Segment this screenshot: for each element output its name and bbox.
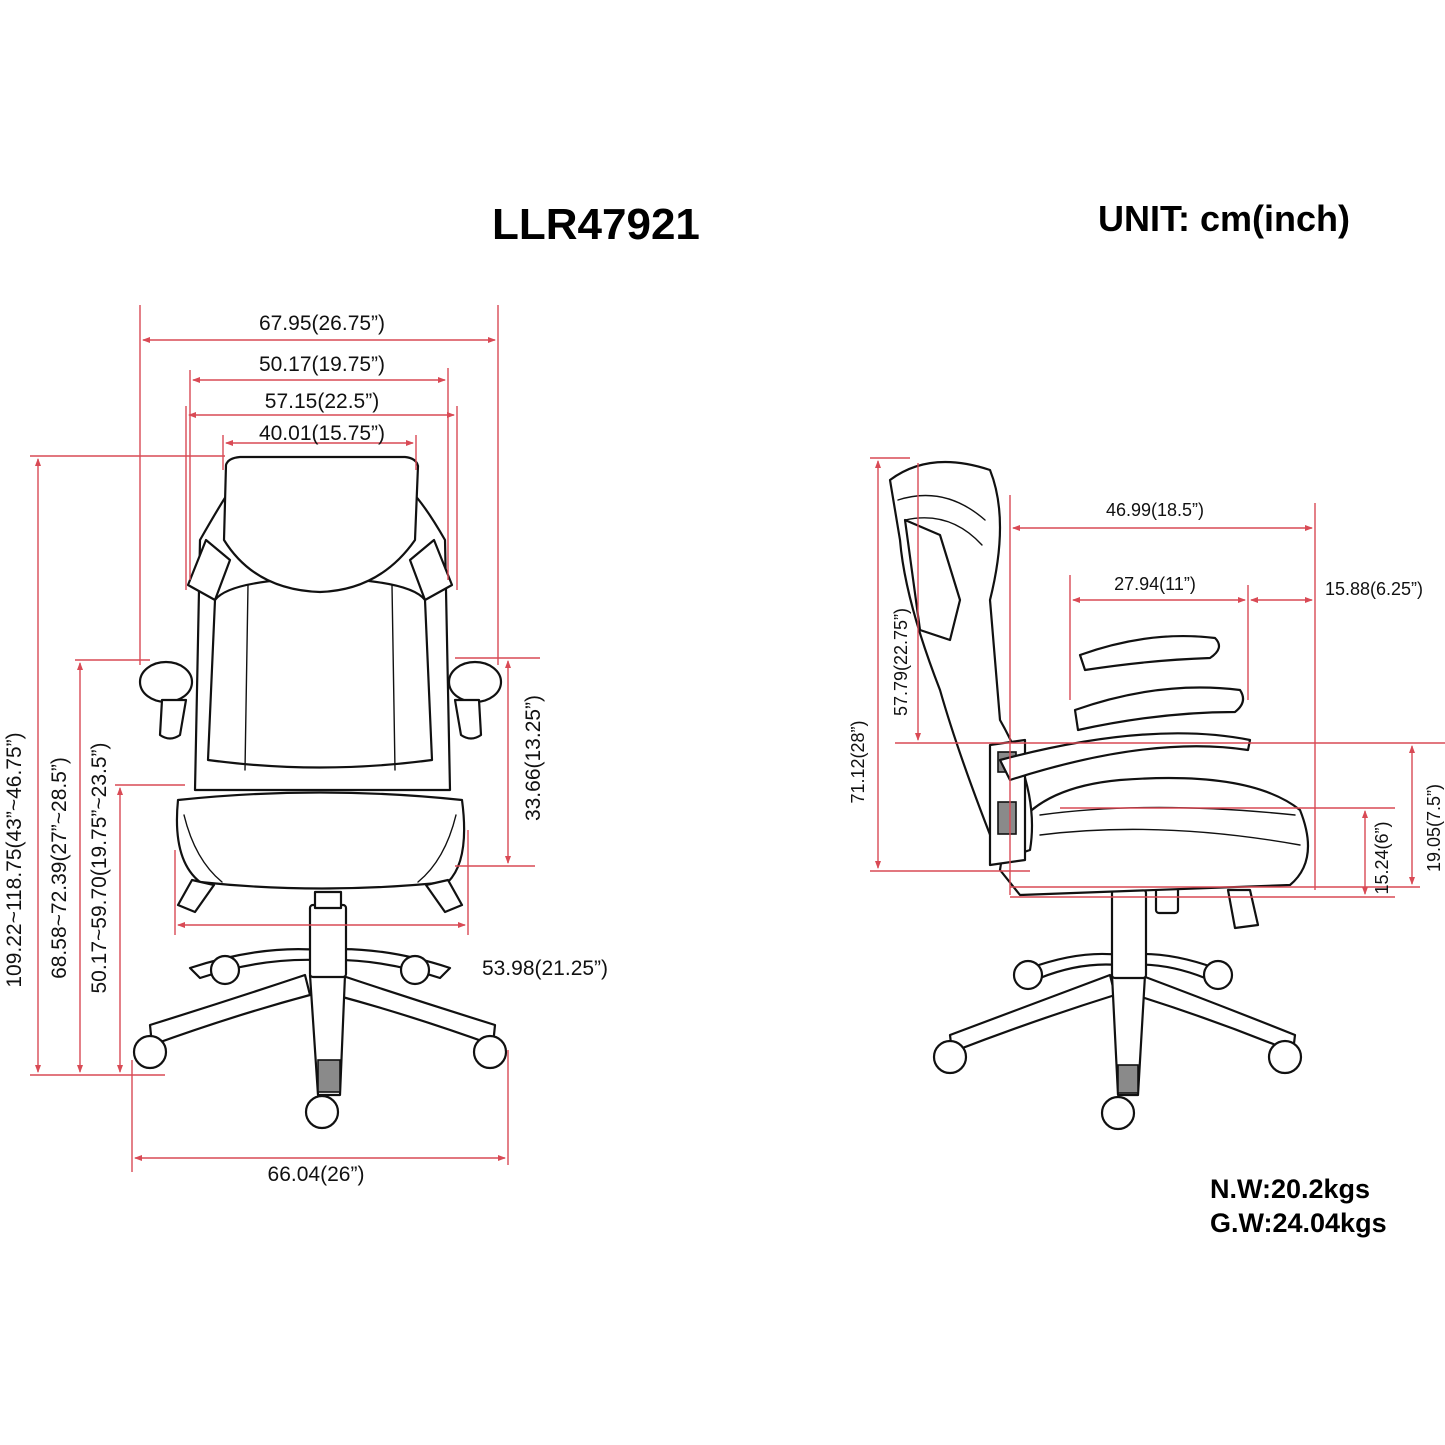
dim-headrest-width: 40.01(15.75”) [259,422,385,445]
front-headrest-icon [222,455,420,594]
front-armrest-left-icon [138,660,194,740]
dim-total-height: 109.22~118.75(43”~46.75”) [3,732,26,987]
front-armrest-right-icon [447,660,503,740]
side-armrest-upper-icon [1078,634,1221,672]
dim-arm-length: 27.94(11”) [1114,574,1196,594]
dim-seat-depth: 46.99(18.5”) [1106,500,1204,520]
net-weight: N.W:20.2kgs [1210,1174,1371,1204]
front-dimension-lines [30,305,540,1172]
dim-seat-height: 50.17~59.70(19.75”~23.5”) [88,742,111,993]
dim-overall-width: 67.95(26.75”) [259,312,385,335]
dim-base-width: 66.04(26”) [268,1163,365,1186]
dim-back-width: 57.15(22.5”) [265,390,379,413]
dim-seat-width: 53.98(21.25”) [482,957,608,980]
weights-block: N.W:20.2kgs G.W:24.04kgs [1210,1172,1387,1240]
dim-arm-height: 68.58~72.39(27”~28.5”) [48,757,71,979]
model-number-title: LLR47921 [492,200,700,249]
dim-arm-to-seat: 33.66(13.25”) [522,695,545,821]
front-seat-icon [175,791,466,890]
side-seat-icon [998,776,1310,897]
gross-weight: G.W:24.04kgs [1210,1208,1387,1238]
dim-back-height: 57.79(22.75”) [891,608,911,716]
dim-seat-thickness: 15.24(6”) [1372,821,1392,894]
dim-arm-above-base: 19.05(7.5”) [1424,784,1444,872]
side-base-icon [932,883,1303,1131]
front-view-chair [132,455,508,1130]
side-view-chair [888,460,1310,1131]
unit-label: UNIT: cm(inch) [1098,198,1350,239]
front-base-icon [132,890,508,1130]
dim-inner-arm-width: 50.17(19.75”) [259,353,385,376]
side-armrest-lower-icon [1073,686,1245,732]
dim-arm-setback: 15.88(6.25”) [1325,579,1423,599]
side-dimension-lines [870,457,1445,898]
dim-back-total-height: 71.12(28”) [848,720,868,803]
